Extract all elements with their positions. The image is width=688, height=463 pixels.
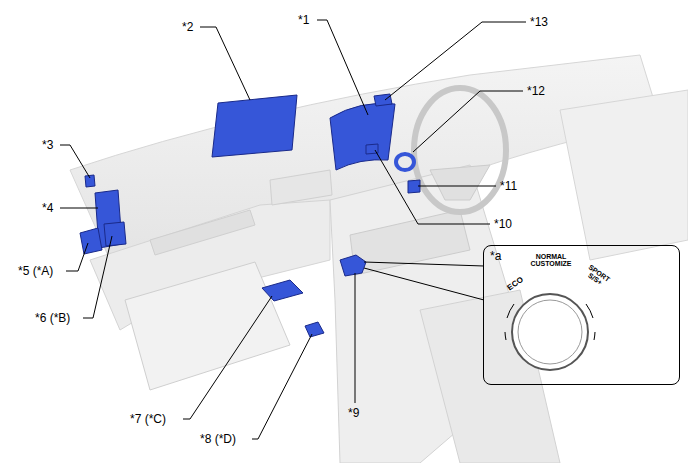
callout-number: *11 — [500, 179, 517, 193]
callout-number: *8 (*D) — [200, 432, 236, 446]
callout-number: *1 — [298, 13, 309, 27]
callout-number: *3 — [42, 138, 53, 152]
inset-box: *aECO NORMAL CUSTOMIZESPORT S/S+ — [483, 245, 680, 385]
inset-label: *a — [490, 250, 501, 263]
callout-number: *2 — [182, 20, 193, 34]
callout-number: *12 — [527, 84, 545, 98]
mode-text: NORMAL CUSTOMIZE — [519, 253, 583, 268]
callout-number: *6 (*B) — [35, 311, 70, 325]
mode-text: SPORT S/S+ — [579, 260, 615, 292]
mode-text: ECO — [506, 276, 525, 293]
callout-number: *4 — [42, 201, 53, 215]
callout-number: *9 — [348, 406, 359, 420]
callout-number: *13 — [530, 15, 548, 29]
callout-number: *5 (*A) — [18, 264, 53, 278]
callout-number: *7 (*C) — [130, 412, 166, 426]
callout-number: *10 — [494, 217, 512, 231]
